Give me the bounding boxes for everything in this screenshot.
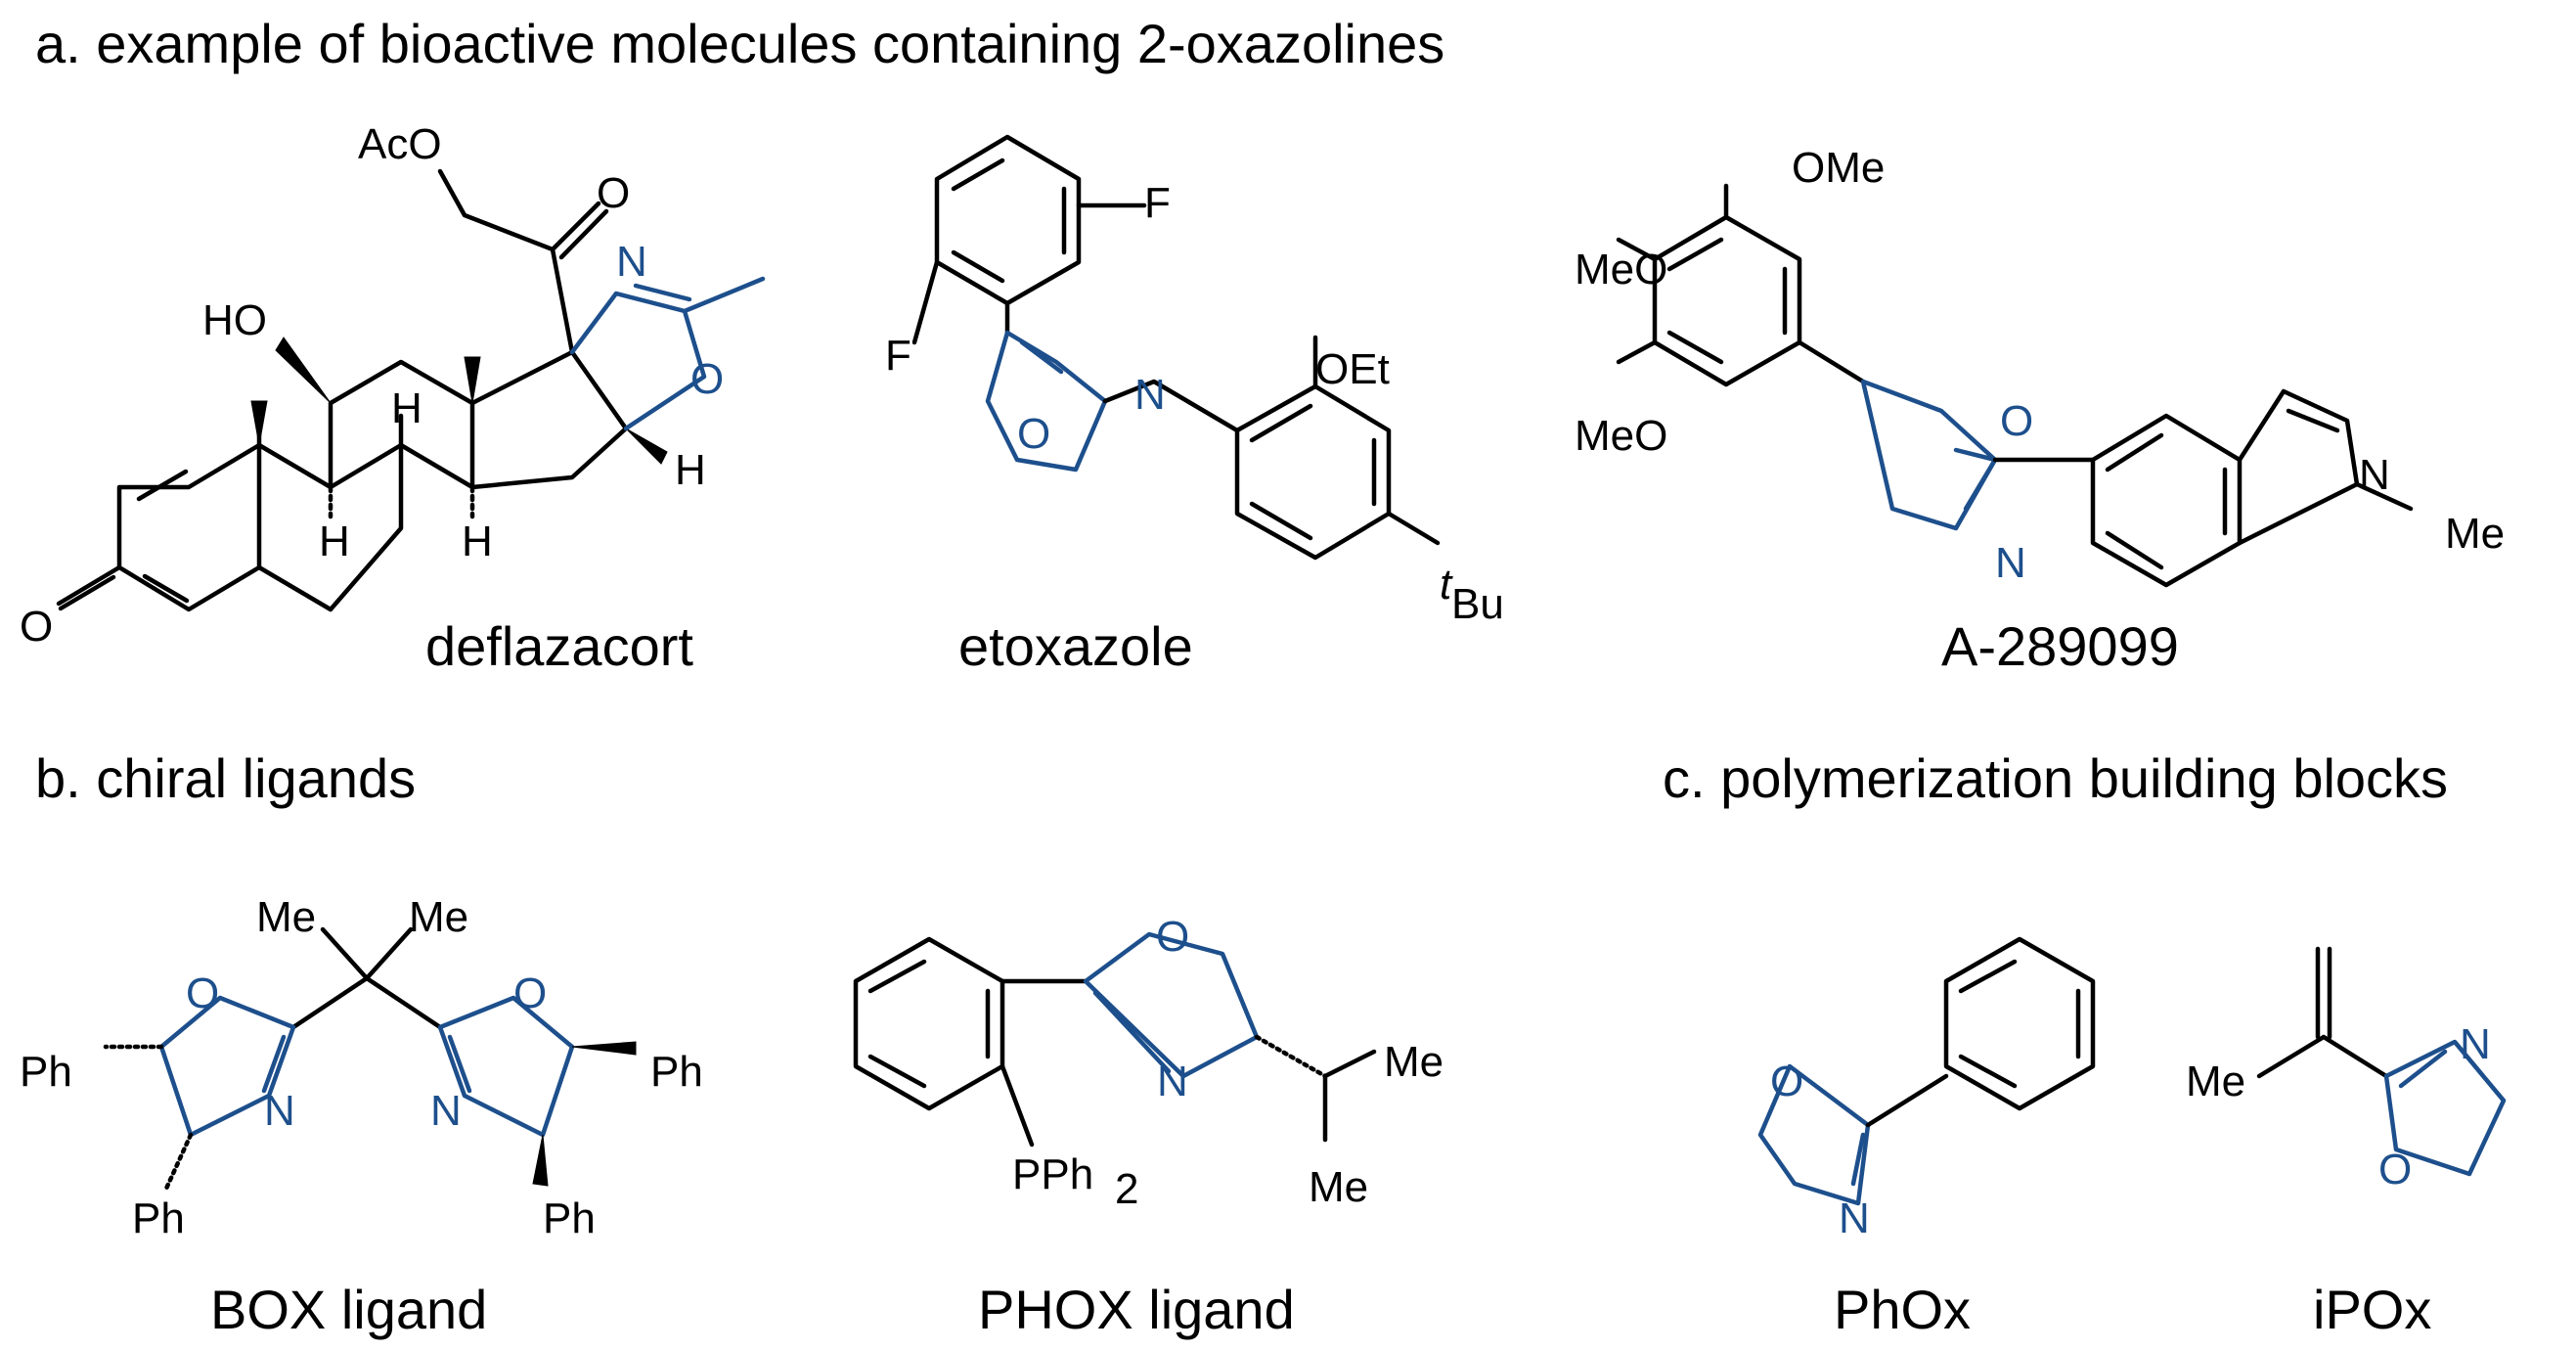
deflazacort-o-ketone: O [20, 603, 53, 651]
etoxazole-bu: Bu [1451, 580, 1504, 628]
box-n1: N [264, 1087, 295, 1135]
section-a-title: a. example of bioactive molecules contai… [35, 13, 1444, 74]
caption-etoxazole: etoxazole [958, 615, 1193, 677]
a289099-structure [1616, 183, 2414, 588]
phox-n: N [1157, 1058, 1188, 1105]
ipox-n: N [2460, 1020, 2491, 1068]
section-c-title: c. polymerization building blocks [1663, 747, 2448, 809]
etoxazole-f2: F [885, 332, 911, 380]
box-ph4: Ph [543, 1194, 596, 1242]
etoxazole-f1: F [1144, 179, 1171, 227]
deflazacort-h1: H [391, 384, 422, 432]
phox-me1: Me [1384, 1038, 1443, 1086]
deflazacort-h2: H [319, 518, 350, 565]
box-ph3: Ph [650, 1048, 703, 1096]
phox-pph-sub: 2 [1115, 1165, 1138, 1213]
phox-me2: Me [1309, 1163, 1368, 1211]
a289099-n: N [1995, 539, 2026, 587]
box-me1: Me [256, 893, 316, 941]
deflazacort-h4: H [675, 446, 706, 494]
caption-ipox: iPOx [2313, 1279, 2431, 1340]
etoxazole-structure [911, 134, 1441, 561]
box-me2: Me [409, 893, 468, 941]
box-ph2: Ph [132, 1194, 185, 1242]
etoxazole-t: t [1440, 561, 1453, 608]
phox-o: O [1156, 913, 1189, 961]
ipox-o: O [2378, 1146, 2412, 1193]
caption-a289099: A-289099 [1941, 615, 2179, 677]
section-b-title: b. chiral ligands [35, 747, 416, 809]
etoxazole-o: O [1017, 410, 1050, 458]
caption-deflazacort: deflazacort [425, 615, 693, 677]
deflazacort-n: N [616, 238, 647, 286]
deflazacort-structure [56, 168, 766, 612]
deflazacort-aco: AcO [358, 120, 442, 168]
deflazacort-ketone-o: O [597, 169, 630, 217]
box-o2: O [513, 969, 547, 1017]
a289099-me: Me [2445, 510, 2505, 558]
a289099-meo1: MeO [1575, 246, 1667, 293]
ipox-structure [2256, 946, 2507, 1177]
a289099-meo2: MeO [1575, 412, 1667, 460]
phox-pph: PPh [1012, 1150, 1093, 1198]
caption-phox: PHOX ligand [978, 1279, 1295, 1340]
box-o1: O [186, 969, 219, 1017]
deflazacort-h3: H [462, 518, 493, 565]
box-ph1: Ph [20, 1048, 72, 1096]
ipox-me: Me [2186, 1058, 2245, 1105]
etoxazole-n: N [1134, 371, 1166, 419]
phox-structure [853, 931, 1377, 1148]
etoxazole-oet: OEt [1315, 345, 1390, 393]
caption-phox-mono: PhOx [1834, 1279, 1971, 1340]
box-structure [103, 926, 637, 1192]
deflazacort-ho: HO [202, 296, 267, 344]
a289099-ome: OMe [1792, 144, 1885, 192]
caption-box: BOX ligand [210, 1279, 487, 1340]
box-n2: N [430, 1087, 462, 1135]
phox-mono-structure [1757, 936, 2096, 1206]
phox-mono-o: O [1770, 1058, 1803, 1105]
deflazacort-o-ring: O [690, 355, 724, 403]
phox-mono-n: N [1839, 1194, 1870, 1242]
a289099-n-indole: N [2359, 451, 2390, 499]
a289099-o: O [2000, 397, 2033, 445]
